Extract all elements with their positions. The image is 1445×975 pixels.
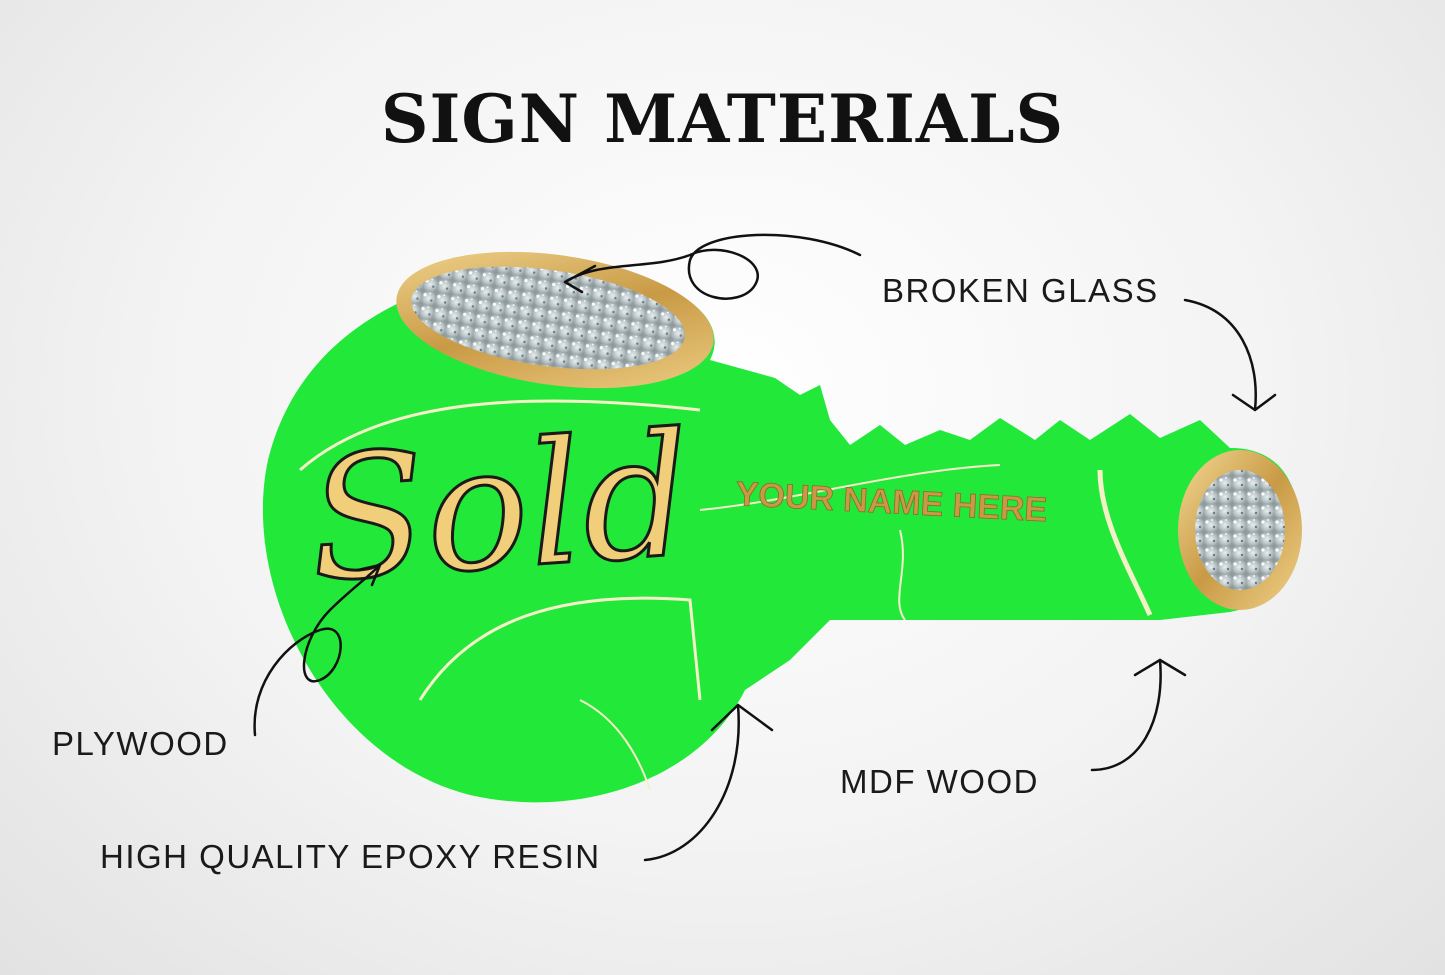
arrow-broken-glass-right (1183, 298, 1277, 412)
sold-script-text: Sold (303, 396, 698, 620)
arrow-epoxy-resin (643, 703, 774, 862)
page-title: SIGN MATERIALS (380, 80, 1065, 158)
label-broken-glass: BROKEN GLASS (882, 272, 1159, 309)
key-body (262, 267, 1301, 803)
label-plywood: PLYWOOD (52, 725, 229, 762)
arrow-plywood (253, 563, 382, 737)
broken-glass-geode-right (1178, 450, 1302, 610)
arrow-broken-glass-top (563, 233, 862, 300)
broken-glass-geode-top (396, 251, 714, 389)
label-epoxy-resin: HIGH QUALITY EPOXY RESIN (100, 838, 601, 875)
label-mdf-wood: MDF WOOD (840, 763, 1039, 800)
arrow-mdf-wood (1090, 658, 1187, 772)
